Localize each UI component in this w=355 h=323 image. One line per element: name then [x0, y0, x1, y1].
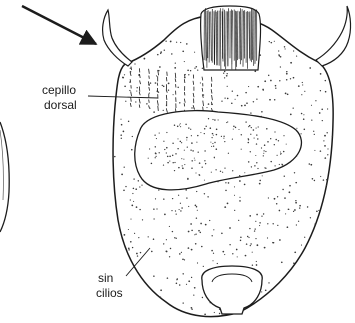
label-no-cilia-line1: sin [98, 271, 113, 285]
left-horn [103, 10, 132, 66]
pointer-arrow [22, 6, 96, 44]
neighbor-organism-inner-edge [0, 130, 3, 200]
right-horn [316, 6, 351, 66]
label-dorsal-brush-line1: cepillo [42, 83, 76, 97]
label-dorsal-brush-line2: dorsal [44, 98, 77, 112]
label-no-cilia-line2: cilios [96, 286, 123, 300]
